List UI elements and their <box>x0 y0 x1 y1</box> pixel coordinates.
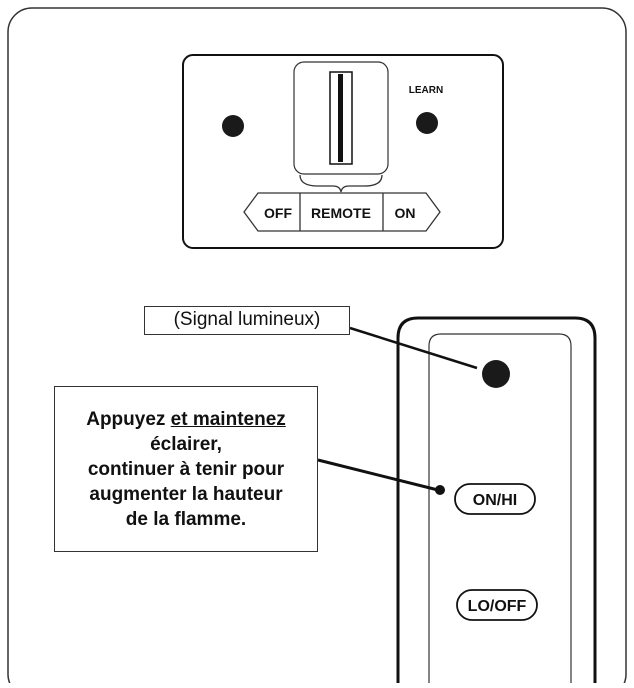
handheld-remote: ON/HI LO/OFF <box>396 316 597 688</box>
instruction-line-5: de la flamme. <box>125 508 247 530</box>
outer-frame <box>7 7 627 688</box>
lo-off-button-label: LO/OFF <box>468 598 527 615</box>
instruction-callout: Appuyez et maintenez éclairer, continuer… <box>54 386 318 552</box>
instruction-line-1a: Appuyez <box>86 408 171 430</box>
switch-label-on: ON <box>395 205 416 221</box>
instruction-leader-dot <box>435 485 445 495</box>
signal-leader-line <box>349 326 478 370</box>
switch-label-remote: REMOTE <box>311 205 371 221</box>
instruction-line-4: augmenter la hauteur <box>89 483 283 505</box>
switch-label-frame <box>243 192 441 232</box>
on-hi-button <box>454 483 536 515</box>
remote-inner-panel <box>428 333 572 688</box>
on-hi-button-label: ON/HI <box>473 492 517 509</box>
learn-button <box>416 112 438 134</box>
signal-light-label: (Signal lumineux) <box>144 306 350 335</box>
switch-lever <box>338 74 343 162</box>
instruction-emphasis: et maintenez <box>170 408 286 430</box>
signal-light <box>482 360 510 388</box>
switch-brace <box>299 174 383 193</box>
instruction-line-3: continuer à tenir pour <box>87 458 285 480</box>
instruction-leader-line <box>317 458 439 492</box>
receiver-panel: LEARN OFF REMOTE ON <box>182 54 504 249</box>
lo-off-button <box>456 589 538 621</box>
receiver-left-button <box>222 115 244 137</box>
instruction-line-2: éclairer, <box>150 433 222 455</box>
instruction-line-1: Appuyez et maintenez <box>86 407 286 432</box>
switch-label-off: OFF <box>264 205 292 221</box>
learn-label: LEARN <box>409 85 443 96</box>
